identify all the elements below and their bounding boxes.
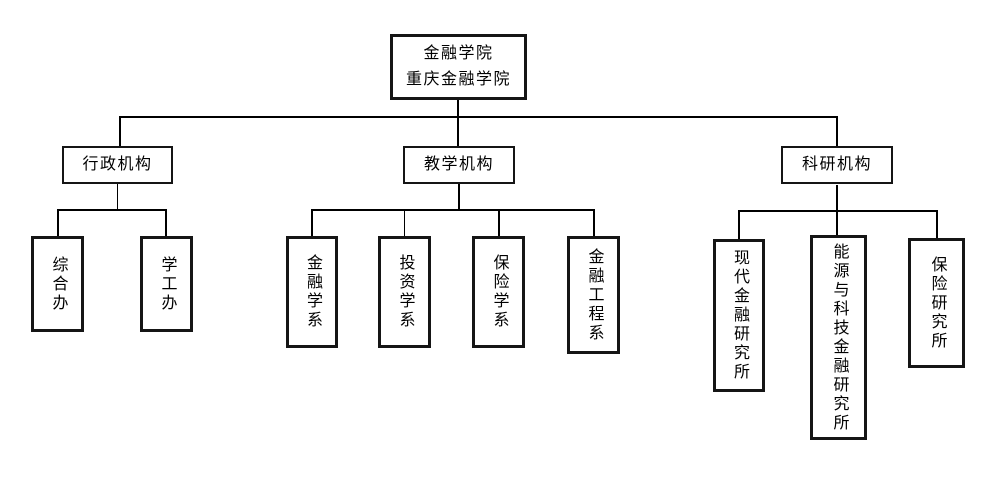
node-modern-finance-institute: 现代金融研究所	[713, 239, 765, 392]
node-research-org: 科研机构	[781, 146, 893, 184]
node-administrative-org: 行政机构	[62, 146, 173, 184]
connector-drop-research	[836, 116, 838, 146]
connector-teaching-drop-1	[311, 209, 313, 236]
connector-drop-admin	[119, 116, 121, 146]
connector-level1-horizontal	[119, 116, 838, 118]
connector-teaching-stub	[458, 184, 460, 211]
connector-admin-drop-2	[164, 209, 167, 236]
node-student-affairs-office: 学工办	[140, 236, 193, 332]
node-finance-department: 金融学系	[286, 236, 338, 348]
node-financial-engineering-department: 金融工程系	[567, 236, 620, 354]
connector-admin-drop-1	[57, 209, 59, 236]
connector-teaching-drop-4	[592, 209, 595, 236]
node-investment-department: 投资学系	[378, 236, 431, 348]
connector-admin-stub	[116, 184, 118, 211]
connector-teaching-horizontal	[311, 209, 595, 211]
connector-teaching-drop-2	[403, 209, 405, 236]
node-general-office: 综合办	[31, 236, 84, 332]
connector-teaching-drop-3	[497, 209, 500, 236]
node-insurance-department: 保险学系	[472, 236, 525, 348]
connector-research-drop-3	[935, 210, 938, 238]
node-root-finance-school: 金融学院 重庆金融学院	[390, 34, 527, 100]
node-teaching-org: 教学机构	[403, 146, 515, 184]
connector-root-stub	[456, 100, 459, 146]
node-insurance-institute: 保险研究所	[908, 238, 965, 368]
connector-admin-horizontal	[57, 209, 167, 211]
connector-research-horizontal	[738, 210, 938, 212]
node-root-label: 金融学院 重庆金融学院	[405, 45, 511, 88]
connector-research-drop-1	[738, 210, 740, 239]
node-energy-tech-finance-institute: 能源与科技金融研究所	[810, 235, 867, 440]
